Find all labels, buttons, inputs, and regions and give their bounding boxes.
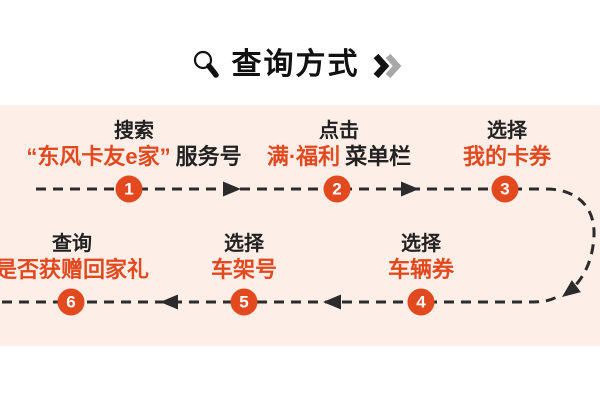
flow-panel: 搜索 “东风卡友e家”服务号 点击 满·福利菜单栏 选择 我的卡券 选择 车辆券… — [0, 105, 600, 346]
step-6-action: 查询 — [51, 233, 92, 255]
step-1-action: 搜索 — [113, 120, 154, 142]
step-2-number-badge: 2 — [323, 175, 351, 203]
arrowhead-right-icon — [223, 181, 241, 197]
step-4-detail: 车辆券 — [387, 257, 455, 282]
arrowhead-left-icon — [160, 294, 178, 310]
step-1-number-badge: 1 — [115, 175, 143, 203]
arrowhead-right-icon — [401, 181, 419, 197]
step-4-label: 选择 车辆券 — [388, 233, 454, 282]
arrowhead-left-icon — [323, 294, 341, 310]
step-1-label: 搜索 “东风卡友e家”服务号 — [26, 120, 241, 169]
step-3-action: 选择 — [486, 120, 527, 142]
step-5-number-badge: 5 — [230, 288, 258, 316]
magnifier-icon — [193, 50, 219, 78]
step-2-action: 点击 — [319, 120, 359, 142]
step-4-action: 选择 — [400, 233, 441, 255]
step-3-number-badge: 3 — [491, 175, 519, 203]
step-5-detail: 车架号 — [210, 257, 278, 282]
step-5-action: 选择 — [223, 233, 264, 255]
title-bar: 查询方式 — [0, 46, 600, 84]
step-5-label: 选择 车架号 — [211, 233, 277, 282]
step-2-detail: 满·福利菜单栏 — [266, 144, 412, 169]
flow-line-bottom — [2, 292, 562, 304]
step-2-label: 点击 满·福利菜单栏 — [267, 120, 411, 169]
double-chevron-icon — [373, 53, 401, 79]
step-4-number-badge: 4 — [407, 288, 435, 316]
step-1-detail: “东风卡友e家”服务号 — [26, 144, 242, 169]
step-6-detail: 是否获赠回家礼 — [0, 257, 150, 282]
step-6-number-badge: 6 — [57, 288, 85, 316]
arrowhead-curve-icon — [562, 280, 581, 297]
step-3-detail: 我的卡券 — [462, 144, 552, 169]
page-title: 查询方式 — [231, 48, 360, 81]
step-3-label: 选择 我的卡券 — [463, 120, 551, 169]
step-6-label: 查询 是否获赠回家礼 — [0, 233, 149, 282]
flow-path-svg — [2, 181, 596, 310]
flow-curve-right — [545, 187, 596, 295]
